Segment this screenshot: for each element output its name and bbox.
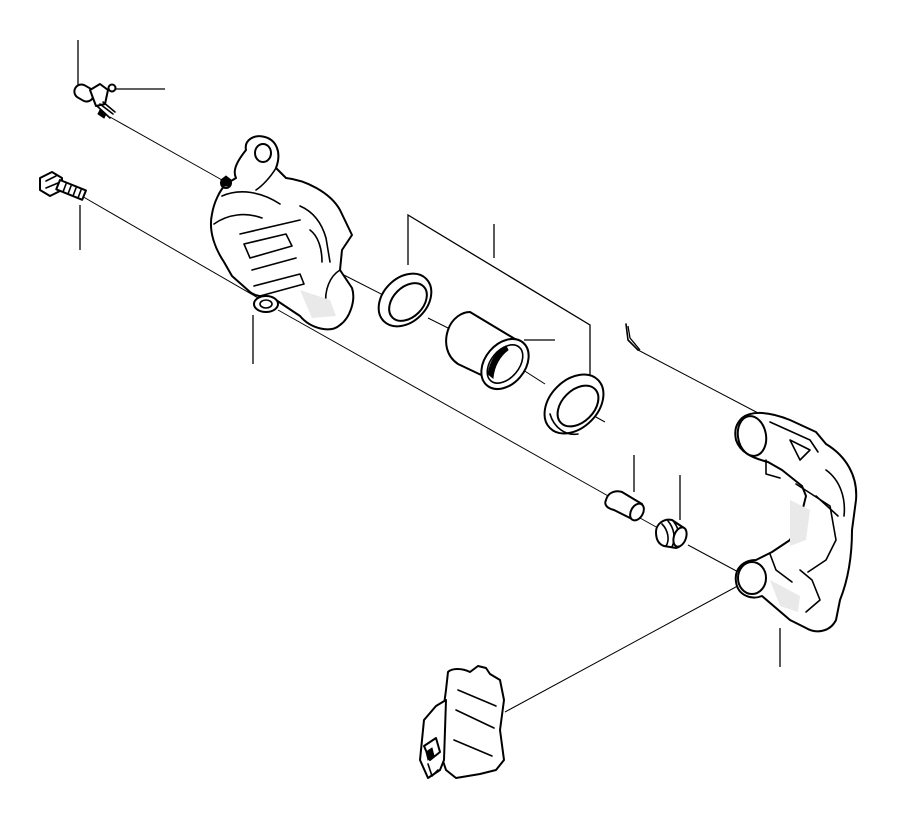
caliper-housing-icon xyxy=(210,135,355,331)
bleeder-screw-icon xyxy=(73,83,117,119)
ring-icon xyxy=(377,272,433,328)
carrier-axis-line xyxy=(637,349,761,415)
bolt-axis-line-4 xyxy=(687,544,743,575)
piston-seal-icon xyxy=(543,373,605,436)
bleeder-axis-line xyxy=(109,116,223,181)
boot-icon xyxy=(655,518,688,549)
bracket-icon xyxy=(734,412,858,633)
bolt-axis-line-2 xyxy=(277,309,611,498)
bolt-axis-line-1 xyxy=(79,194,266,303)
brake-pad-icon xyxy=(419,665,505,779)
callout-leaders xyxy=(77,40,781,667)
piston-icon xyxy=(445,311,530,391)
leader-seal-kit-bracket xyxy=(407,213,591,382)
retaining-clip-icon xyxy=(625,323,639,351)
assembly-lines xyxy=(79,116,761,713)
leader-carrier-top xyxy=(627,325,641,351)
bolt-axis-line-3 xyxy=(639,517,659,529)
piston-axis-line-1 xyxy=(337,271,386,297)
pad-axis-line xyxy=(504,581,746,713)
pin-icon xyxy=(604,490,645,522)
bolt-icon xyxy=(39,171,87,201)
